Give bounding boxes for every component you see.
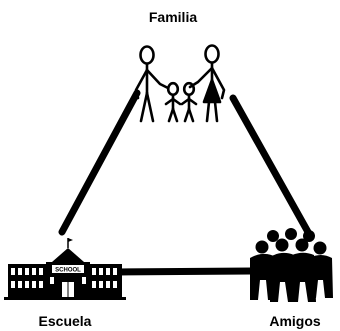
node-label-familia: Familia xyxy=(149,9,197,25)
node-label-escuela: Escuela xyxy=(39,313,92,329)
school-sign-text: SCHOOL xyxy=(55,268,81,274)
line-family-friends xyxy=(229,94,312,236)
school-icon: SCHOOL xyxy=(4,238,126,300)
line-school-friends xyxy=(114,267,256,276)
line-family-school xyxy=(58,89,141,236)
friends-icon xyxy=(250,228,333,302)
family-icon xyxy=(134,44,226,123)
node-label-amigos: Amigos xyxy=(269,313,321,329)
